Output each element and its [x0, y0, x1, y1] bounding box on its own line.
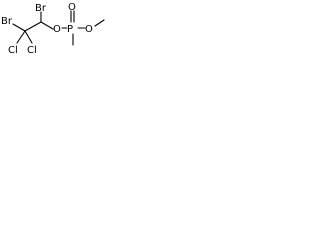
bond-c1-c2: [24, 21, 42, 32]
atom-cl-right: Cl: [27, 45, 37, 56]
atom-o-methoxy: O: [85, 24, 93, 35]
atom-p: P: [67, 24, 73, 35]
bonds: [12, 10, 105, 46]
atom-br-top: Br: [35, 3, 47, 14]
bond-c1-clright: [24, 30, 33, 44]
structure-canvas: Br Br Cl Cl O P O O: [0, 0, 110, 58]
atom-o-ester: O: [53, 24, 61, 35]
atom-br-left: Br: [1, 16, 13, 27]
molecule-diagram: Br Br Cl Cl O P O O: [1, 2, 105, 56]
bond-c2-oester: [40, 21, 54, 30]
bond-c1-clleft: [16, 30, 26, 44]
bond-omethoxy-ch3: [94, 19, 105, 27]
atom-labels: Br Br Cl Cl O P O O: [1, 2, 93, 56]
atom-o-double: O: [68, 2, 76, 13]
atom-cl-left: Cl: [8, 45, 18, 56]
bond-brleft-c1: [12, 23, 26, 32]
